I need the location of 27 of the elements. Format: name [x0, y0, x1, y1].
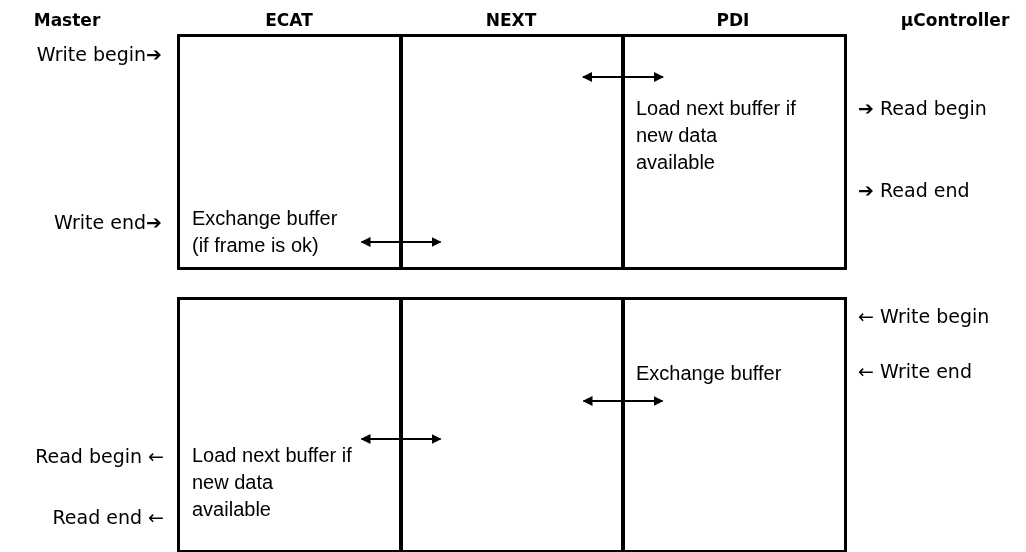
- buffer-cell: [621, 34, 847, 270]
- event-label: ➔ Read begin: [858, 96, 987, 121]
- double-arrow: [582, 396, 664, 406]
- double-arrow: [360, 434, 442, 444]
- double-arrow: [360, 237, 442, 247]
- buffer-cell: [621, 297, 847, 552]
- column-header: ECAT: [265, 9, 313, 32]
- buffer-cell: [177, 34, 403, 270]
- cell-text: Load next buffer if new data available: [192, 443, 352, 522]
- column-header: µController: [900, 9, 1010, 32]
- event-label: ← Write end: [858, 359, 972, 384]
- cell-text: Exchange buffer (if frame is ok): [192, 206, 339, 258]
- empty-cell: [399, 297, 625, 552]
- cell-text: Exchange buffer: [636, 361, 783, 386]
- cell-text: Load next buffer if new data available: [636, 96, 796, 175]
- event-label: Write begin➔: [36, 42, 162, 67]
- column-header: NEXT: [485, 9, 537, 32]
- event-label: ➔ Read end: [858, 178, 970, 203]
- double-arrow: [582, 72, 664, 82]
- event-label: Write end➔: [54, 210, 162, 235]
- event-label: Read begin ←: [35, 444, 164, 469]
- event-label: Read end ←: [52, 505, 164, 530]
- event-label: ← Write begin: [858, 304, 990, 329]
- column-header: PDI: [716, 9, 750, 32]
- column-header: Master: [33, 9, 101, 32]
- buffer-cell: [177, 297, 403, 552]
- empty-cell: [399, 34, 625, 270]
